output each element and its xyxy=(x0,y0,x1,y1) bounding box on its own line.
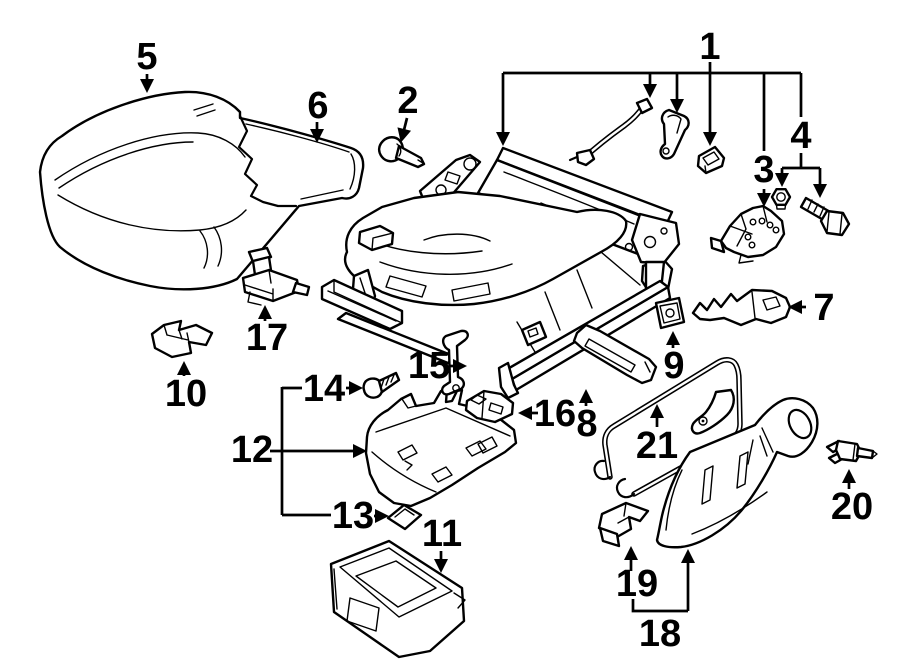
callout-13: 13 xyxy=(332,495,389,537)
callout-18: 18 xyxy=(631,549,695,655)
side-mount-bracket xyxy=(691,288,792,327)
sensor-bracket xyxy=(241,246,311,306)
callout-3: 3 xyxy=(753,149,775,207)
storage-drawer xyxy=(329,539,466,659)
callout-9: 9 xyxy=(663,331,685,387)
callout-12: 12 xyxy=(231,386,367,517)
pad-clip xyxy=(386,503,423,531)
hex-nut xyxy=(770,188,792,210)
callout-5-label: 5 xyxy=(136,36,157,78)
callout-20-label: 20 xyxy=(831,486,873,528)
callout-21: 21 xyxy=(636,404,678,467)
callout-6: 6 xyxy=(307,85,329,143)
callout-20: 20 xyxy=(831,469,873,528)
callout-19: 19 xyxy=(616,546,658,605)
hex-bolt xyxy=(799,196,851,237)
seat-cushion xyxy=(38,90,365,291)
callout-19-label: 19 xyxy=(616,563,658,605)
side-shield-panel xyxy=(655,397,819,549)
callout-21-label: 21 xyxy=(636,425,678,467)
callout-11: 11 xyxy=(422,513,462,573)
callout-5: 5 xyxy=(136,36,158,93)
spacer-plate xyxy=(654,296,686,330)
callout-11-label: 11 xyxy=(422,513,462,555)
callout-9-label: 9 xyxy=(663,345,684,387)
callout-10: 10 xyxy=(165,361,207,415)
push-clip xyxy=(825,439,878,465)
callout-7-label: 7 xyxy=(813,287,834,329)
callout-15: 15 xyxy=(408,345,467,387)
callout-12-label: 12 xyxy=(231,429,273,471)
callout-14: 14 xyxy=(303,368,363,410)
cable-guide-clip xyxy=(659,108,690,160)
callout-14-label: 14 xyxy=(303,368,345,410)
callout-7: 7 xyxy=(788,287,835,329)
screw-fastener xyxy=(377,136,426,169)
callout-13-label: 13 xyxy=(332,495,374,537)
retainer-clip xyxy=(696,145,726,175)
callout-18-label: 18 xyxy=(639,613,681,655)
adjuster-motor xyxy=(709,204,786,264)
callout-8-label: 8 xyxy=(576,403,597,445)
cover-tear-line xyxy=(237,114,298,208)
callout-10-label: 10 xyxy=(165,373,207,415)
corner-bracket xyxy=(150,319,214,359)
callout-15-label: 15 xyxy=(408,345,450,387)
callout-8: 8 xyxy=(576,389,598,445)
callout-16: 16 xyxy=(518,393,576,435)
callout-17: 17 xyxy=(246,305,288,359)
callout-3-label: 3 xyxy=(753,149,774,191)
spacer-block xyxy=(464,389,515,424)
callout-4: 4 xyxy=(775,115,827,198)
shield-bracket xyxy=(597,501,650,548)
callout-6-label: 6 xyxy=(307,85,328,127)
callout-1: 1 xyxy=(496,26,803,151)
callout-2: 2 xyxy=(397,80,419,143)
rail-trim-cap xyxy=(572,323,658,385)
callout-2-label: 2 xyxy=(397,80,418,122)
callout-17-label: 17 xyxy=(246,317,288,359)
callout-16-label: 16 xyxy=(534,393,576,435)
callout-4-label: 4 xyxy=(790,115,811,157)
tray-screw xyxy=(362,371,401,399)
release-cable xyxy=(568,97,654,167)
callout-1-label: 1 xyxy=(699,26,720,68)
